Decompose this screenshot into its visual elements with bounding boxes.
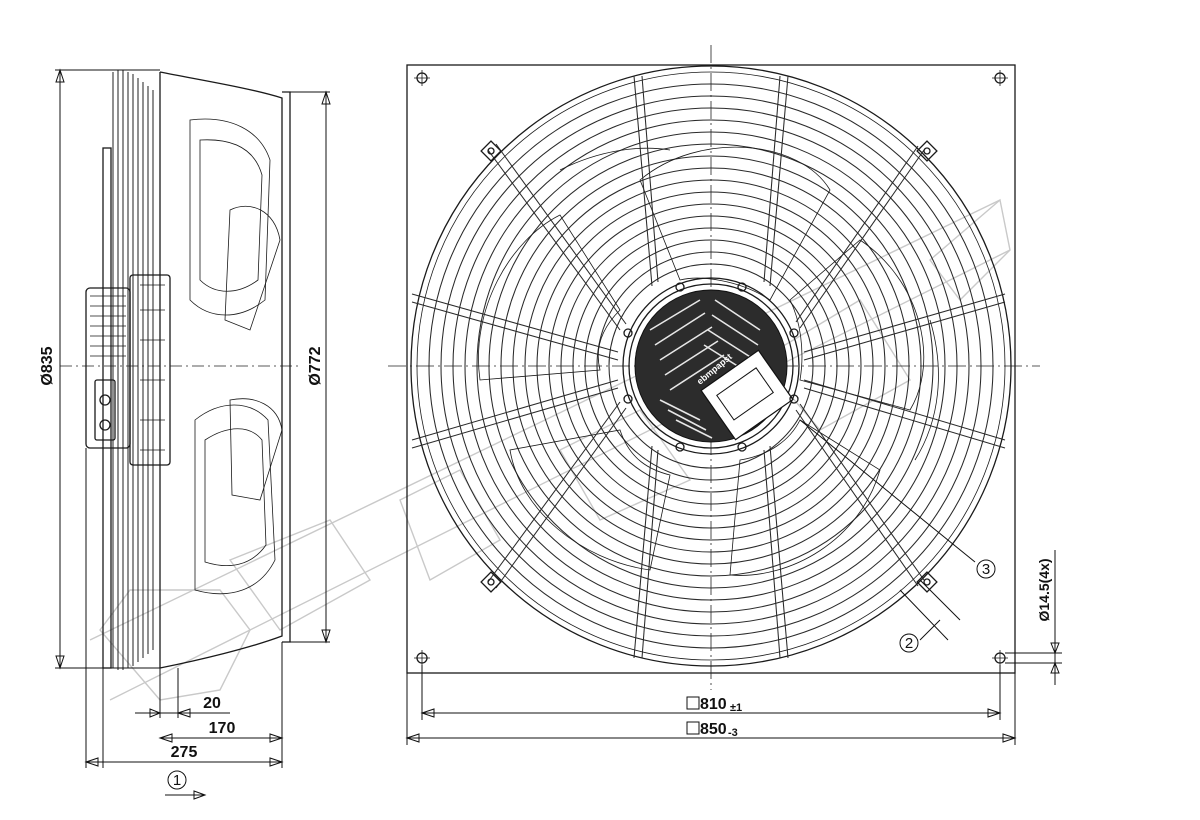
side-guard-rings bbox=[112, 70, 154, 670]
motor-hub: ebmpapst bbox=[622, 277, 800, 455]
callout-2: 2 bbox=[899, 579, 961, 653]
outer-diameter-label: Ø835 bbox=[39, 346, 56, 385]
dim-outer-diameter: Ø835 bbox=[39, 68, 160, 670]
watermark bbox=[89, 198, 1011, 701]
front-view: ebmpapst 3 2 Ø14.5(4x) bbox=[388, 45, 1062, 745]
callout-2-label: 2 bbox=[905, 635, 913, 652]
side-flange bbox=[102, 147, 112, 669]
mount-hole-label: Ø14.5(4x) bbox=[1036, 558, 1052, 621]
hole-spacing-label: 810 bbox=[700, 696, 727, 713]
guard-outer-ring bbox=[410, 65, 1012, 667]
offset-170-label: 170 bbox=[209, 720, 236, 737]
offset-20-label: 20 bbox=[203, 695, 221, 712]
mount-holes bbox=[414, 70, 1008, 666]
callout-1: 1 bbox=[165, 770, 207, 800]
depth-275-label: 275 bbox=[171, 744, 198, 761]
plate-size-tol: -3 bbox=[728, 727, 738, 739]
callout-3: 3 bbox=[799, 419, 996, 579]
side-blades bbox=[189, 118, 283, 595]
guard-lugs bbox=[480, 140, 938, 593]
callout-1-label: 1 bbox=[173, 772, 181, 789]
dim-plate-size: 850 -3 bbox=[405, 673, 1017, 745]
side-housing-profile bbox=[159, 71, 283, 669]
plate-size-label: 850 bbox=[700, 721, 727, 738]
side-view: Ø835 Ø772 20 170 275 bbox=[39, 68, 331, 800]
guard-rings bbox=[428, 83, 994, 649]
hole-spacing-tol: ±1 bbox=[730, 702, 742, 714]
dim-hole-spacing: 810 ±1 bbox=[420, 665, 1002, 720]
guard-spokes bbox=[411, 75, 1006, 659]
callout-3-label: 3 bbox=[982, 561, 990, 578]
side-housing-lip bbox=[282, 91, 291, 643]
side-motor bbox=[85, 274, 171, 466]
dim-depths: 20 170 275 bbox=[84, 448, 284, 768]
dim-guard-diameter: Ø772 bbox=[290, 90, 331, 644]
dim-mount-hole: Ø14.5(4x) bbox=[1005, 550, 1062, 685]
guard-diameter-label: Ø772 bbox=[307, 346, 324, 385]
